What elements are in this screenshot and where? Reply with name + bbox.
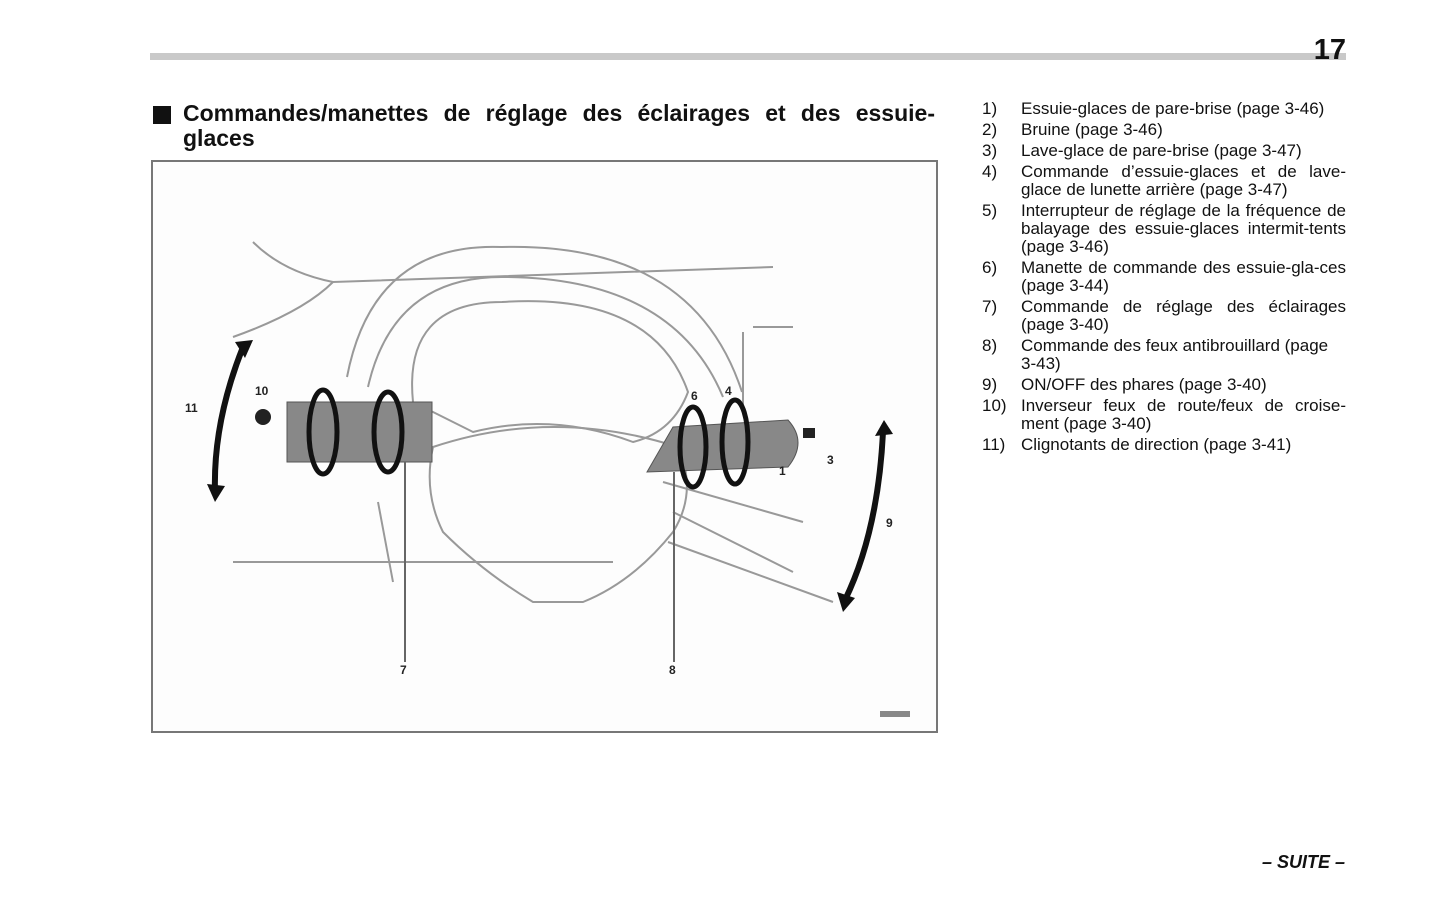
item-number: 4) [982, 162, 998, 181]
item-text: Commande d’essuie-glaces et de lave-glac… [1021, 162, 1346, 199]
item-text: Clignotants de direction (page 3-41) [1021, 435, 1292, 454]
item-text: Interrupteur de réglage de la fréquence … [1021, 201, 1346, 256]
dashboard-left [232, 281, 334, 338]
headlight-arrow-icon [842, 431, 886, 602]
item-text: Inverseur feux de route/feux de croise-m… [1021, 396, 1346, 433]
list-item: 6) Manette de commande des essuie-gla-ces… [982, 259, 1346, 295]
item-number: 8) [982, 336, 998, 355]
item-text: Bruine (page 3-46) [1021, 120, 1163, 139]
item-text: Essuie-glaces de pare-brise (page 3-46) [1021, 99, 1325, 118]
callout-label: 8 [669, 663, 676, 677]
item-text: Manette de commande des essuie-gla-ces (… [1021, 258, 1346, 295]
dashboard-line [252, 241, 774, 284]
callout-label: 7 [400, 663, 407, 677]
list-item: 9) ON/OFF des phares (page 3-40) [982, 376, 1346, 394]
item-number: 5) [982, 201, 998, 220]
right-housing [742, 326, 793, 412]
right-stalk [646, 397, 815, 490]
page-number: 17 [1313, 34, 1346, 66]
item-number: 2) [982, 120, 998, 139]
item-text: ON/OFF des phares (page 3-40) [1021, 375, 1267, 394]
left-stalk [255, 387, 433, 477]
item-number: 7) [982, 297, 998, 316]
figure-code-mark [880, 711, 910, 717]
item-text: Lave-glace de pare-brise (page 3-47) [1021, 141, 1302, 160]
list-item: 8) Commande des feux antibrouillard (page… [982, 337, 1346, 373]
steering-controls-illustration: 11 10 7 8 6 4 1 3 9 [151, 160, 938, 733]
item-number: 11) [982, 435, 1006, 454]
item-text: Commande des feux antibrouillard (page 3… [1021, 336, 1329, 373]
item-number: 3) [982, 141, 998, 160]
item-number: 10) [982, 396, 1007, 415]
wheel-rim-inner [367, 275, 724, 398]
instrument-cluster [411, 300, 690, 444]
wheel-rim-outer [346, 245, 743, 393]
section-title: Commandes/manettes de réglage des éclair… [183, 100, 935, 151]
column-lines [233, 481, 834, 603]
item-text: Commande de réglage des éclairages (page… [1021, 297, 1346, 334]
turn-signal-arrow-icon [211, 345, 246, 493]
callout-label: 4 [725, 384, 732, 398]
list-item: 2) Bruine (page 3-46) [982, 121, 1346, 139]
list-item: 10) Inverseur feux de route/feux de crois… [982, 397, 1346, 433]
callout-label: 11 [185, 401, 198, 415]
list-item: 3) Lave-glace de pare-brise (page 3-47) [982, 142, 1346, 160]
list-item: 7) Commande de réglage des éclairages (pa… [982, 298, 1346, 334]
list-item: 1) Essuie-glaces de pare-brise (page 3-46… [982, 100, 1346, 118]
callout-label: 6 [691, 389, 698, 403]
item-number: 9) [982, 375, 998, 394]
section-bullet-icon [153, 106, 171, 124]
callout-label: 10 [255, 384, 269, 398]
callout-label: 3 [827, 453, 834, 467]
item-number: 1) [982, 99, 998, 118]
continued-label: – SUITE – [1261, 852, 1345, 872]
callout-label: 9 [886, 516, 893, 530]
header-rule [150, 53, 1346, 60]
list-item: 4) Commande d’essuie-glaces et de lave-gl… [982, 163, 1346, 199]
airbag-hub [428, 426, 688, 603]
list-item: 11) Clignotants de direction (page 3-41) [982, 436, 1346, 454]
item-number: 6) [982, 258, 998, 277]
illustration-svg: 11 10 7 8 6 4 1 3 9 [185, 241, 910, 717]
callout-label: 1 [779, 464, 786, 478]
list-item: 5) Interrupteur de réglage de la fréquenc… [982, 202, 1346, 256]
legend-list: 1) Essuie-glaces de pare-brise (page 3-46… [982, 100, 1346, 457]
